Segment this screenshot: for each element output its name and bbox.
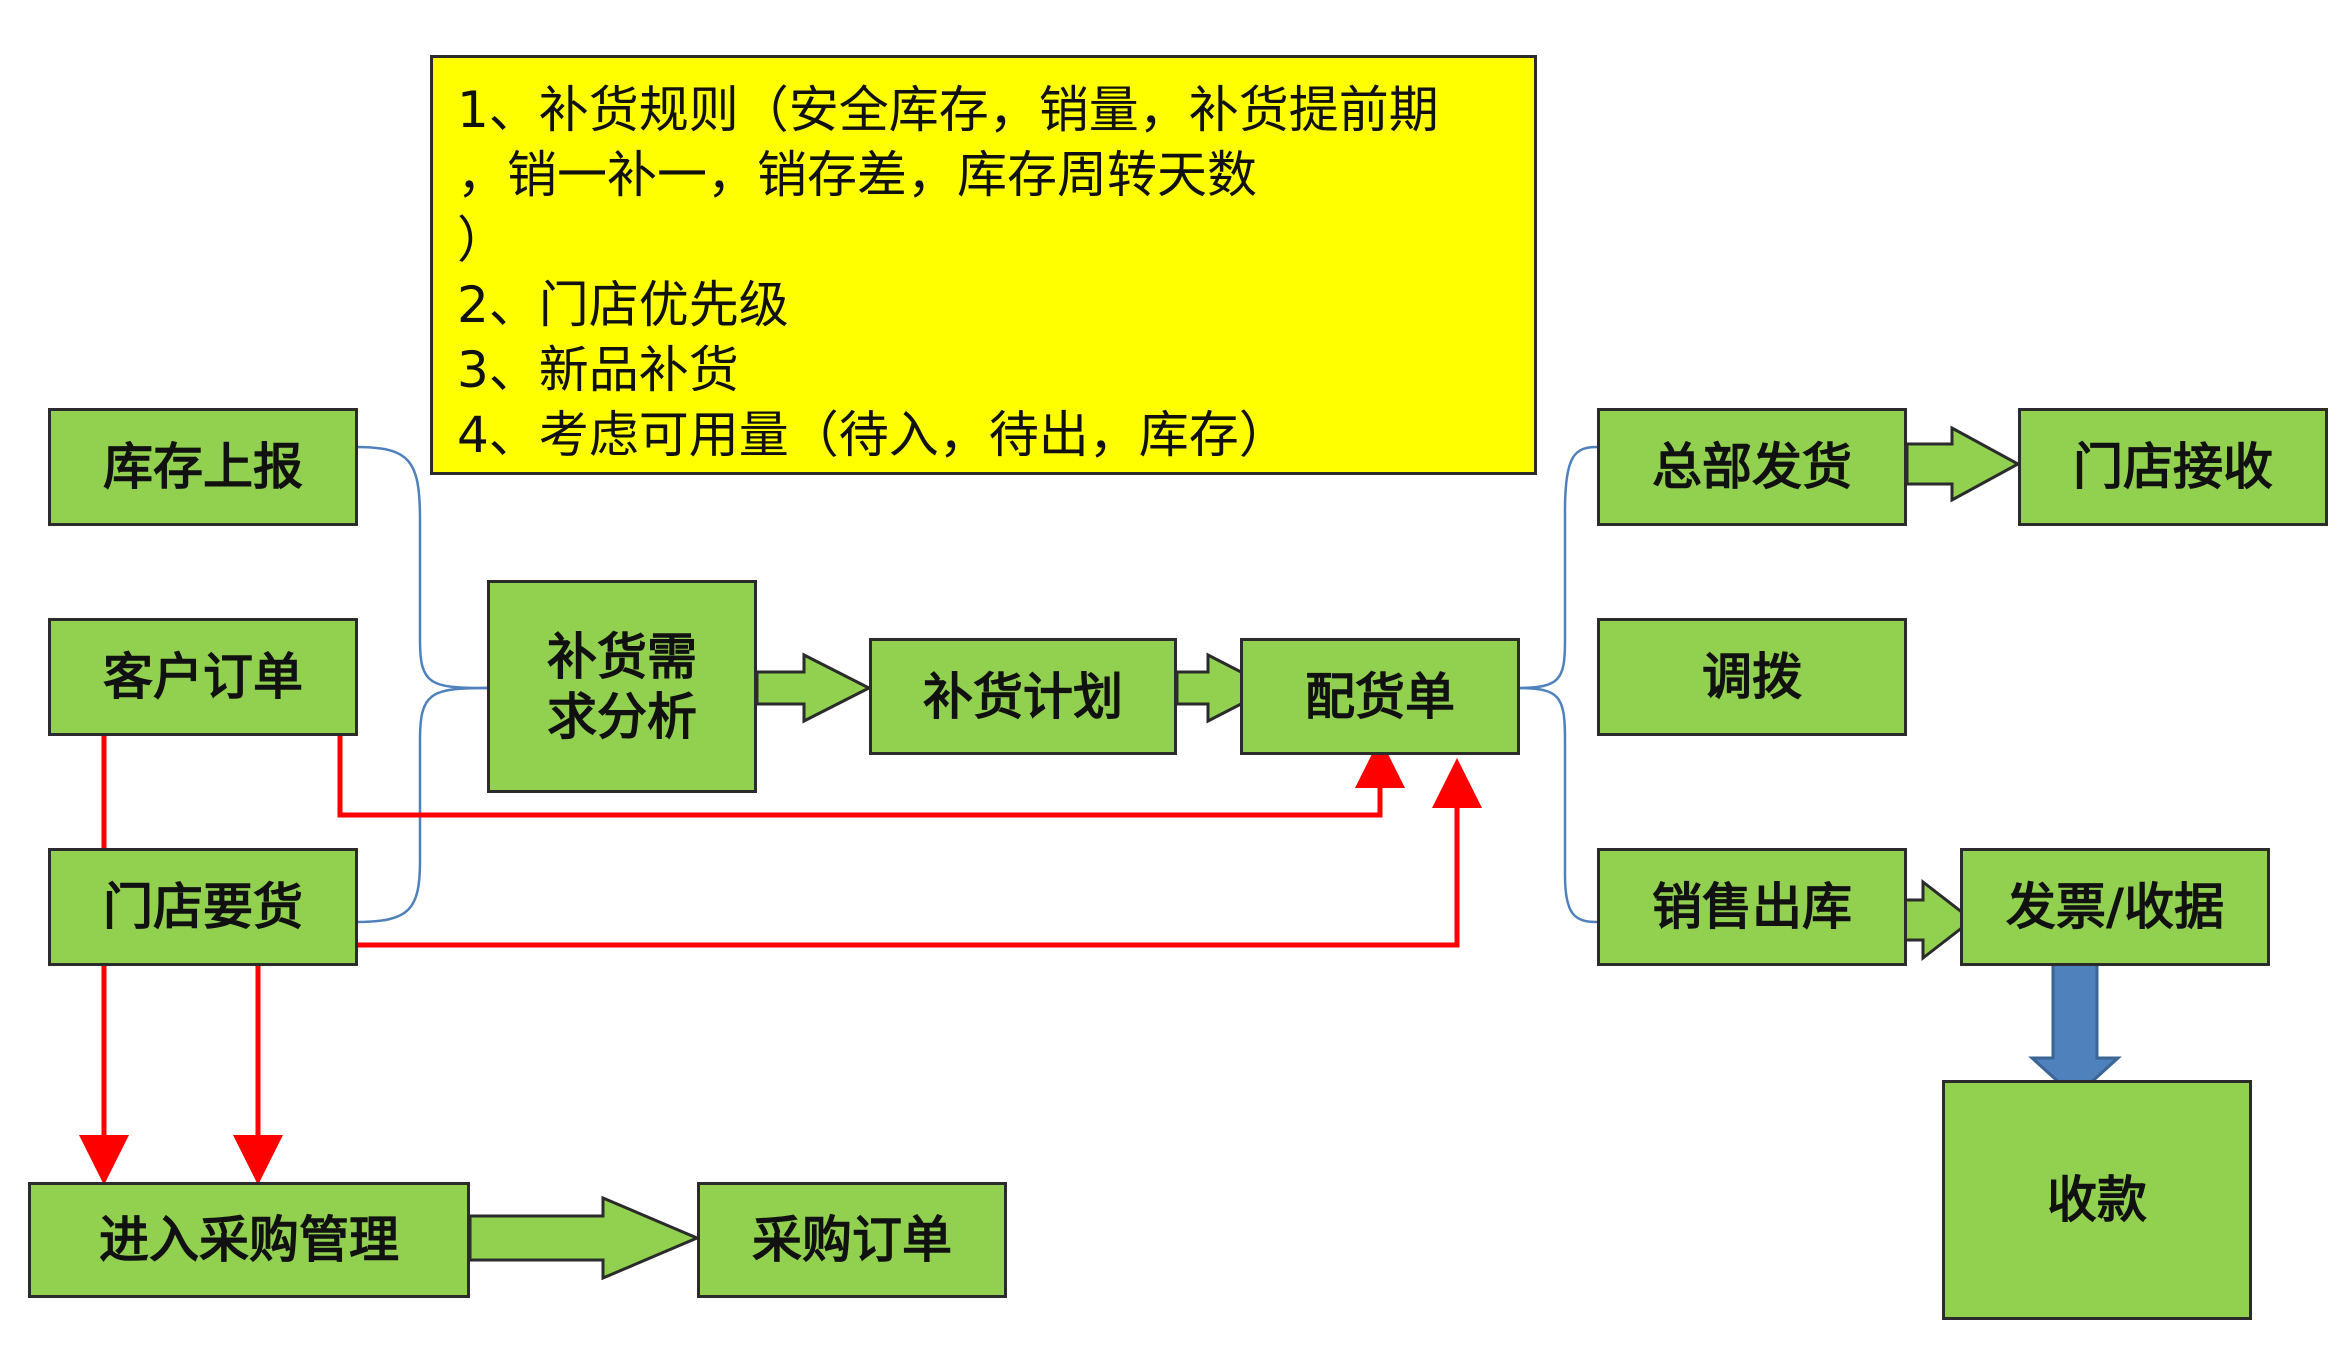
rules-line-1: 1、补货规则（安全库存，销量，补货提前期 xyxy=(457,81,1439,139)
flow-arrow-purchase-to-order xyxy=(468,1195,701,1281)
flow-arrow-ship-to-receive xyxy=(1905,425,2022,503)
replenishment-rules-note: 1、补货规则（安全库存，销量，补货提前期 ，销一补一，销存差，库存周转天数 ） … xyxy=(430,55,1537,475)
bracket-connector-top xyxy=(354,445,488,690)
node-hq-ship: 总部发货 xyxy=(1597,408,1907,526)
rules-line-2: ，销一补一，销存差，库存周转天数 xyxy=(457,146,1257,204)
flow-arrow-invoice-to-payment xyxy=(2028,961,2122,1100)
node-purchase-order: 采购订单 xyxy=(697,1182,1007,1298)
rules-line-6: 4、考虑可用量（待入，待出，库存） xyxy=(457,406,1289,464)
flow-arrow-analysis-to-plan xyxy=(755,652,873,724)
node-inventory-report: 库存上报 xyxy=(48,408,358,526)
demand-analysis-line-1: 补货需 xyxy=(547,627,697,686)
demand-analysis-line-2: 求分析 xyxy=(547,687,697,746)
bracket-connector-bottom xyxy=(354,686,488,924)
node-sales-outbound: 销售出库 xyxy=(1597,848,1907,966)
bracket-connector-right-top xyxy=(1516,445,1598,690)
node-enter-purchase: 进入采购管理 xyxy=(28,1182,470,1298)
node-payment: 收款 xyxy=(1942,1080,2252,1320)
bracket-connector-right-bottom xyxy=(1516,686,1598,924)
red-arrow-request-to-distribution xyxy=(355,758,1482,948)
node-customer-order: 客户订单 xyxy=(48,618,358,736)
node-distribution-order: 配货单 xyxy=(1240,638,1520,755)
node-store-request: 门店要货 xyxy=(48,848,358,966)
rules-line-4: 2、门店优先级 xyxy=(457,276,789,334)
rules-line-3: ） xyxy=(457,211,507,269)
node-replenish-plan: 补货计划 xyxy=(869,638,1177,755)
red-arrow-order-to-distribution xyxy=(318,709,1405,818)
node-invoice-receipt: 发票/收据 xyxy=(1960,848,2270,966)
rules-line-5: 3、新品补货 xyxy=(457,341,739,399)
node-transfer: 调拨 xyxy=(1597,618,1907,736)
node-demand-analysis: 补货需 求分析 xyxy=(487,580,757,793)
node-store-receive: 门店接收 xyxy=(2018,408,2328,526)
